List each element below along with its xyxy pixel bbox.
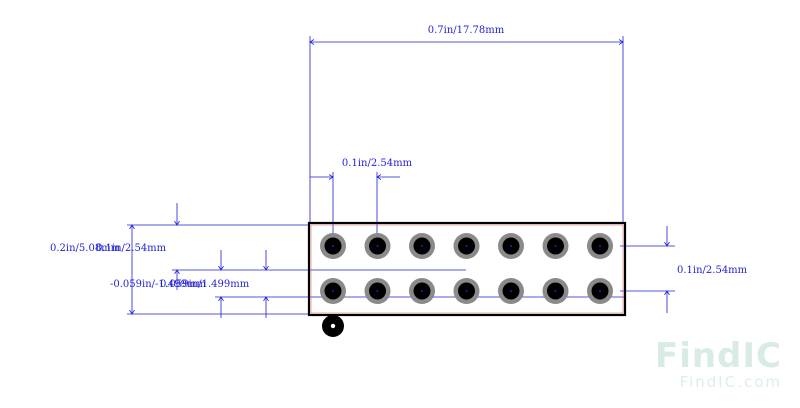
pad-r2-c7 bbox=[587, 278, 613, 304]
pad-r1-c1 bbox=[320, 233, 346, 259]
pad-r1-c7 bbox=[587, 233, 613, 259]
row-pitch-right-label: 0.1in/2.54mm bbox=[677, 265, 748, 276]
pad-r2-c2 bbox=[364, 278, 391, 304]
pad-center bbox=[376, 290, 379, 292]
pin1-marker-dot bbox=[330, 323, 336, 329]
pad-r2-c3 bbox=[409, 278, 435, 304]
pad-center bbox=[510, 245, 512, 247]
pad-center bbox=[421, 290, 423, 292]
pad-center bbox=[599, 290, 601, 292]
offset-right-label: 0.059in/1.499mm bbox=[160, 279, 250, 290]
pad-center bbox=[332, 290, 334, 292]
pad-r1-c6 bbox=[542, 233, 569, 259]
pad-r1-c2 bbox=[364, 233, 391, 259]
overall-width-dimension bbox=[310, 36, 623, 223]
height-label: 0.2in/5.08mm bbox=[50, 243, 121, 254]
pad-r2-c1 bbox=[320, 278, 346, 304]
pad-center bbox=[465, 245, 468, 247]
package-outline bbox=[307, 221, 627, 317]
pad-center bbox=[421, 245, 423, 247]
pad-center bbox=[510, 290, 512, 292]
package-courtyard bbox=[310, 224, 624, 314]
watermark-logo: FindIC bbox=[654, 336, 782, 376]
pad-r1-c5 bbox=[498, 233, 524, 259]
watermark-url: FindIC.com bbox=[679, 373, 782, 391]
pad-r2-c4 bbox=[453, 278, 480, 304]
row-pitch-left-label: 0.1in/2.54mm bbox=[96, 243, 167, 254]
row-pitch-right-dimension bbox=[620, 226, 675, 313]
pad-r2-c6 bbox=[542, 278, 569, 304]
pin-pitch-dimension bbox=[310, 172, 400, 246]
pad-center bbox=[554, 245, 557, 247]
pad-r2-c5 bbox=[498, 278, 524, 304]
pad-center bbox=[332, 245, 334, 247]
pad-center bbox=[599, 245, 601, 247]
pin-pitch-label: 0.1in/2.54mm bbox=[342, 158, 413, 169]
pad-array bbox=[320, 233, 613, 304]
pad-r1-c4 bbox=[453, 233, 480, 259]
offset-left-label: -0.059in/-1.499mm bbox=[110, 279, 207, 290]
overall-width-label: 0.7in/17.78mm bbox=[428, 25, 505, 36]
pad-center bbox=[376, 245, 379, 247]
pad-center bbox=[554, 290, 557, 292]
height-dimension bbox=[127, 225, 310, 314]
pad-r1-c3 bbox=[409, 233, 435, 259]
pad-center bbox=[465, 290, 468, 292]
